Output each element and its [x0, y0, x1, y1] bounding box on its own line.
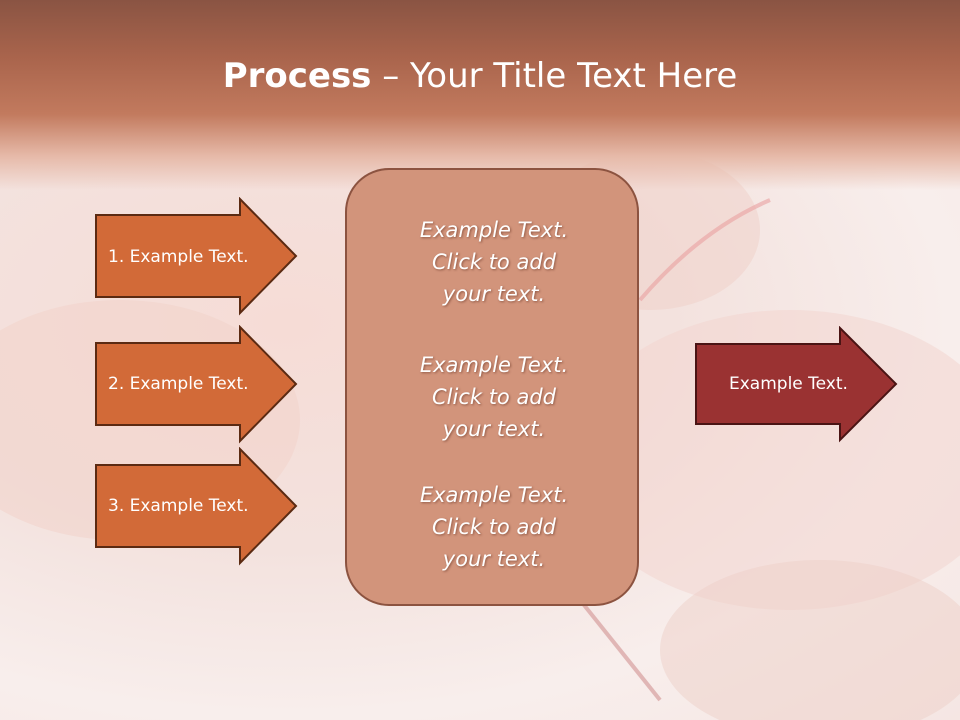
- step-arrow-3[interactable]: [94, 447, 300, 567]
- center-block-2-line-2: Click to add: [431, 385, 556, 409]
- title-bold: Process: [222, 56, 372, 96]
- center-block-1-line-1: Example Text.: [419, 218, 569, 242]
- title-rest: – Your Title Text Here: [371, 56, 738, 96]
- center-text-box[interactable]: Example Text. Click to add your text. Ex…: [345, 168, 639, 606]
- center-block-1-line-2: Click to add: [431, 250, 556, 274]
- center-block-3-line-1: Example Text.: [419, 483, 569, 507]
- center-block-3: Example Text. Click to add your text.: [347, 479, 641, 575]
- center-block-2-line-1: Example Text.: [419, 353, 569, 377]
- step-label-2: 2. Example Text.: [108, 374, 249, 394]
- center-block-2: Example Text. Click to add your text.: [347, 349, 641, 445]
- center-block-3-line-3: your text.: [442, 547, 546, 571]
- center-block-1-line-3: your text.: [442, 282, 546, 306]
- result-arrow[interactable]: [694, 326, 900, 446]
- step-label-3: 3. Example Text.: [108, 496, 249, 516]
- center-block-3-line-2: Click to add: [431, 515, 556, 539]
- step-label-1: 1. Example Text.: [108, 247, 249, 267]
- center-block-2-line-3: your text.: [442, 417, 546, 441]
- center-block-1: Example Text. Click to add your text.: [347, 214, 641, 310]
- step-arrow-1[interactable]: [94, 197, 300, 317]
- header-band: [0, 0, 960, 190]
- slide-title[interactable]: Process – Your Title Text Here: [0, 54, 960, 98]
- step-arrow-2[interactable]: [94, 325, 300, 445]
- result-label: Example Text.: [729, 374, 848, 394]
